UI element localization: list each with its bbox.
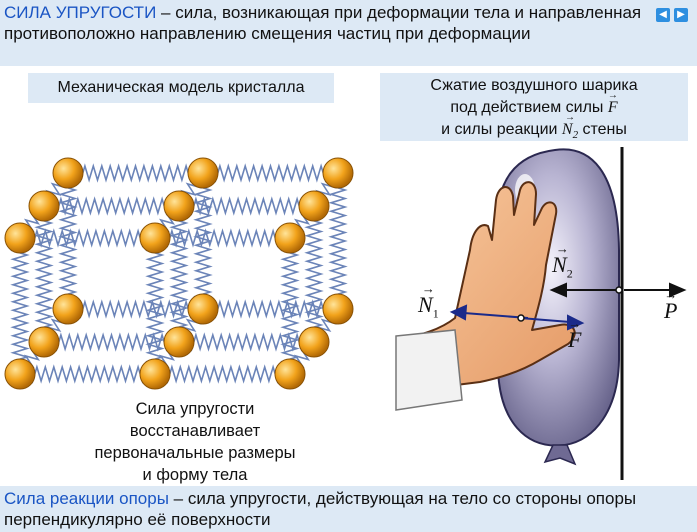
balloon-knot: [543, 444, 577, 466]
vector-arrow-icon: →: [568, 316, 582, 331]
description-line1: Сила упругости: [135, 400, 255, 418]
atom: [187, 157, 219, 189]
hand: [395, 181, 576, 411]
elastic-force-description: Сила упругости восстанавливает первонача…: [70, 398, 320, 486]
force-vectors: [449, 282, 687, 331]
spring: [67, 163, 204, 183]
sleeve-cuff: [395, 329, 463, 411]
atom: [274, 222, 306, 254]
label-n2-letter: N: [552, 252, 567, 277]
elastic-force-definition-text: – сила, возникающая при деформации тела …: [4, 3, 642, 43]
description-line4: и форму тела: [142, 466, 248, 484]
atom: [322, 157, 354, 189]
spring: [10, 237, 30, 375]
support-reaction-term: Сила реакции опоры: [4, 489, 169, 508]
vector-arrow-icon: →: [664, 287, 678, 302]
atom: [163, 326, 195, 358]
spring: [154, 364, 291, 384]
spring: [19, 364, 156, 384]
reaction-n2-subscript: 2: [572, 129, 579, 142]
crystal-model-caption: Механическая модель кристалла: [28, 73, 334, 103]
spring: [34, 205, 54, 343]
label-f-letter: F: [568, 327, 582, 352]
spring: [304, 205, 324, 343]
force-f-symbol: F: [607, 99, 618, 116]
spring: [178, 332, 315, 352]
f-arrow-line: [519, 317, 571, 323]
elastic-force-term: СИЛА УПРУГОСТИ: [4, 3, 157, 22]
reaction-n2-inline: →N2: [561, 113, 579, 146]
definition-banner: [0, 0, 697, 66]
support-reaction-definition: Сила реакции опоры – сила упругости, дей…: [4, 488, 694, 530]
vector-arrow-icon: →: [555, 241, 569, 256]
n1-arrow-line: [463, 312, 529, 319]
label-n2-subscript: 2: [566, 266, 573, 281]
spring: [43, 332, 180, 352]
spring: [169, 205, 189, 343]
prev-arrow-icon[interactable]: ◀: [656, 8, 670, 22]
description-line2: восстанавливает: [129, 422, 261, 440]
label-n2: →N2: [552, 242, 573, 281]
spring: [202, 163, 339, 183]
vector-arrow-icon: →: [421, 281, 435, 296]
atom: [298, 190, 330, 222]
atom: [52, 157, 84, 189]
elastic-force-definition: СИЛА УПРУГОСТИ – сила, возникающая при д…: [4, 2, 664, 44]
spring: [202, 299, 339, 319]
balloon-caption-line1: Сжатие воздушного шарика: [430, 77, 638, 94]
n1-arrowhead-icon: [449, 304, 468, 321]
atom: [274, 358, 306, 390]
atom: [163, 190, 195, 222]
p-arrowhead-icon: [669, 282, 687, 298]
spring: [154, 228, 291, 248]
spring: [43, 196, 180, 216]
support-reaction-banner: [0, 486, 697, 532]
label-p: →P: [664, 288, 678, 324]
spring: [58, 172, 78, 310]
f-arrowhead-icon: [567, 314, 585, 331]
atom: [322, 293, 354, 325]
balloon-caption-line3-suffix: стены: [578, 121, 627, 138]
force-f-inline: →F: [607, 91, 618, 119]
spring: [67, 299, 204, 319]
atom: [139, 358, 171, 390]
balloon-caption-line2: под действием силы →F: [380, 91, 688, 119]
balloon-caption-line2-text: под действием силы: [450, 99, 608, 116]
balloon-caption: Сжатие воздушного шарика под действием с…: [380, 73, 688, 141]
label-f: →F: [568, 317, 582, 353]
crystal-atoms: [4, 157, 354, 390]
label-p-letter: P: [664, 298, 678, 323]
next-arrow-icon[interactable]: ▶: [674, 8, 688, 22]
n2-origin-point: [615, 286, 623, 294]
atom: [52, 293, 84, 325]
atom: [28, 190, 60, 222]
atom: [4, 358, 36, 390]
atom: [4, 222, 36, 254]
balloon-caption-line3: и силы реакции →N2 стены: [380, 113, 688, 146]
label-n1-subscript: 1: [432, 306, 439, 321]
atom: [139, 222, 171, 254]
support-reaction-definition-text: – сила упругости, действующая на тело со…: [4, 489, 637, 529]
description-line3: первоначальные размеры: [94, 444, 296, 462]
spring: [19, 228, 156, 248]
spring: [328, 172, 348, 310]
vector-arrow-icon: →: [607, 90, 618, 101]
n1-origin-point: [517, 314, 525, 322]
n2-arrowhead-icon: [549, 282, 567, 298]
balloon-caption-line3-text: и силы реакции: [441, 121, 562, 138]
label-n1-letter: N: [418, 292, 433, 317]
reaction-n-symbol: N: [561, 121, 573, 138]
spring: [193, 172, 213, 310]
atom: [187, 293, 219, 325]
vector-arrow-icon: →: [564, 112, 575, 123]
spring: [178, 196, 315, 216]
label-n1: →N1: [418, 282, 439, 321]
atom: [298, 326, 330, 358]
atom: [28, 326, 60, 358]
